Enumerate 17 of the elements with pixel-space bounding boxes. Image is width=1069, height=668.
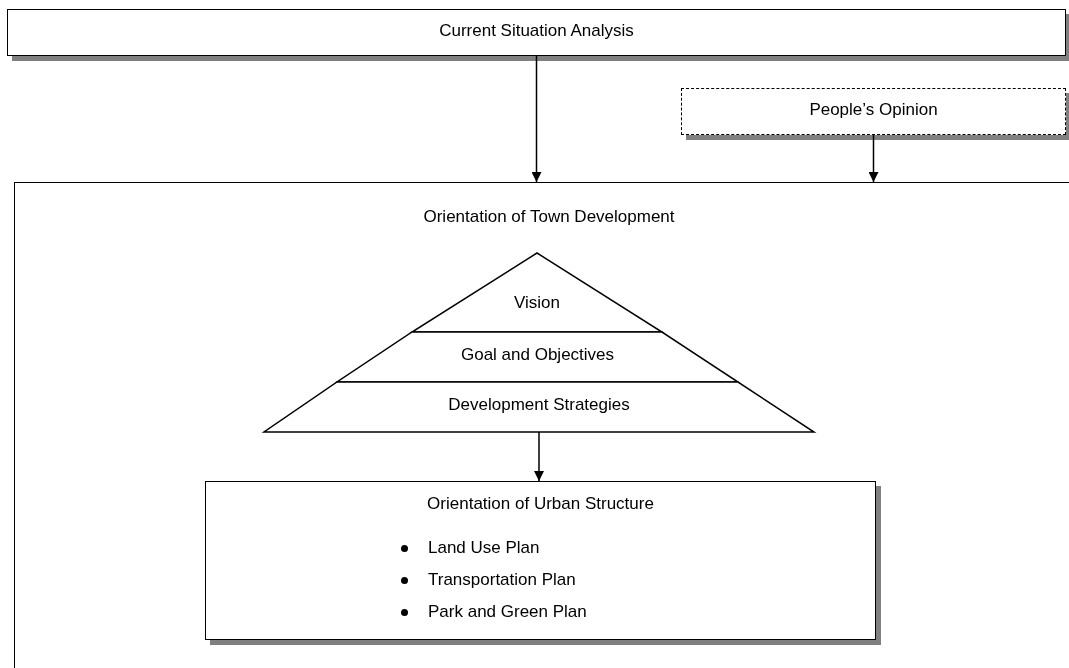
- node-title: Goal and Objectives: [459, 345, 616, 365]
- pyramid-band: [264, 382, 814, 432]
- node-title: People’s Opinion: [808, 100, 939, 120]
- node-title: Orientation of Town Development: [422, 207, 676, 227]
- node-title: Current Situation Analysis: [438, 21, 635, 41]
- pyramid-top-triangle: [412, 253, 662, 332]
- arrow: [531, 55, 542, 183]
- node-title: Development Strategies: [447, 395, 631, 415]
- list-item: Park and Green Plan: [428, 602, 587, 622]
- node-title: Vision: [513, 293, 561, 313]
- list-item: Transportation Plan: [428, 570, 576, 590]
- process-box: [14, 182, 1069, 668]
- pyramid-band: [337, 332, 738, 382]
- node-title: Orientation of Urban Structure: [426, 494, 655, 514]
- list-item: Land Use Plan: [428, 538, 540, 558]
- arrow: [868, 134, 879, 183]
- arrow: [534, 431, 544, 482]
